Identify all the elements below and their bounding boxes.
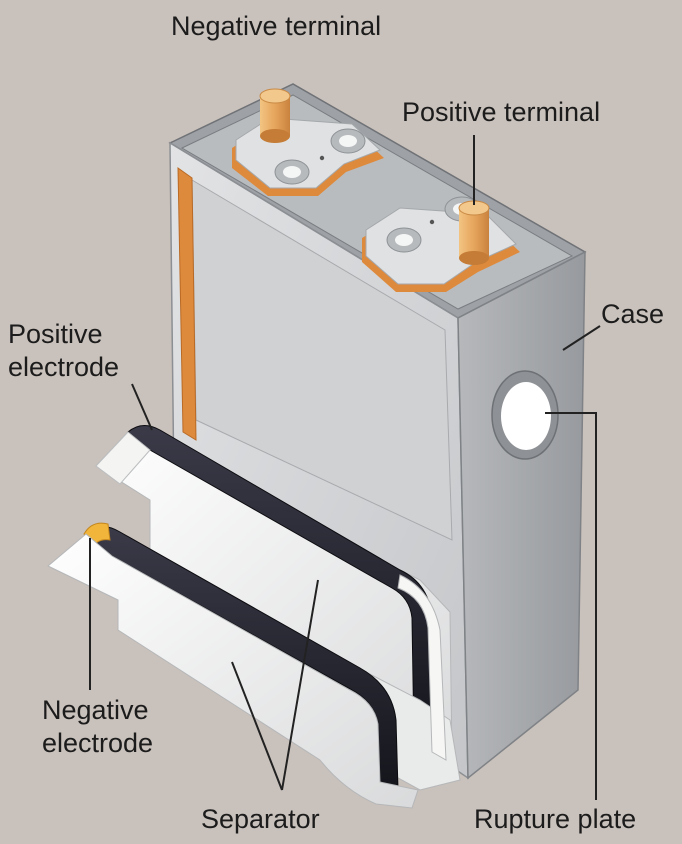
leader-lines bbox=[89, 135, 601, 800]
separator-curl-upper bbox=[95, 431, 151, 485]
label-negative-electrode-line-2: electrode bbox=[42, 728, 154, 758]
negative-post-top bbox=[259, 88, 291, 104]
label-negative-electrode: Negative electrode bbox=[42, 694, 153, 760]
label-case: Case bbox=[601, 299, 665, 329]
separator-lip bbox=[397, 574, 447, 761]
separator-sheet-front bbox=[47, 533, 419, 809]
label-positive-electrode: Positive electrode bbox=[8, 318, 119, 384]
electrode-stack bbox=[47, 425, 461, 809]
label-negative-terminal: Negative terminal bbox=[171, 11, 382, 41]
positive-post-base bbox=[459, 251, 489, 265]
leader-case bbox=[562, 325, 601, 351]
case-side-face bbox=[457, 250, 586, 780]
negative-bolt-hole-1-inner bbox=[339, 135, 357, 147]
negative-post-base bbox=[260, 129, 290, 143]
negative-terminal-assembly bbox=[232, 88, 384, 196]
positive-terminal-post bbox=[459, 208, 489, 258]
label-positive-electrode-line-1: Positive bbox=[8, 319, 103, 349]
positive-bolt-hole-2-inner bbox=[395, 234, 413, 246]
copper-edge-strip bbox=[177, 167, 197, 441]
rupture-plate bbox=[491, 370, 559, 460]
positive-plate-dot bbox=[429, 219, 435, 225]
label-positive-terminal: Positive terminal bbox=[402, 97, 601, 127]
positive-terminal-assembly bbox=[362, 196, 520, 292]
leader-separator-b bbox=[281, 579, 319, 791]
label-separator: Separator bbox=[201, 804, 320, 834]
negative-plate-dot bbox=[319, 155, 325, 161]
leader-separator-a bbox=[231, 661, 283, 791]
label-negative-electrode-line-1: Negative bbox=[42, 695, 149, 725]
leader-positive-electrode bbox=[131, 383, 153, 431]
rupture-plate-disc bbox=[501, 382, 551, 450]
negative-bolt-hole-2-inner bbox=[283, 166, 301, 178]
label-positive-electrode-line-2: electrode bbox=[8, 352, 120, 382]
label-rupture-plate: Rupture plate bbox=[474, 804, 637, 834]
leader-rupture-plate bbox=[545, 412, 597, 800]
